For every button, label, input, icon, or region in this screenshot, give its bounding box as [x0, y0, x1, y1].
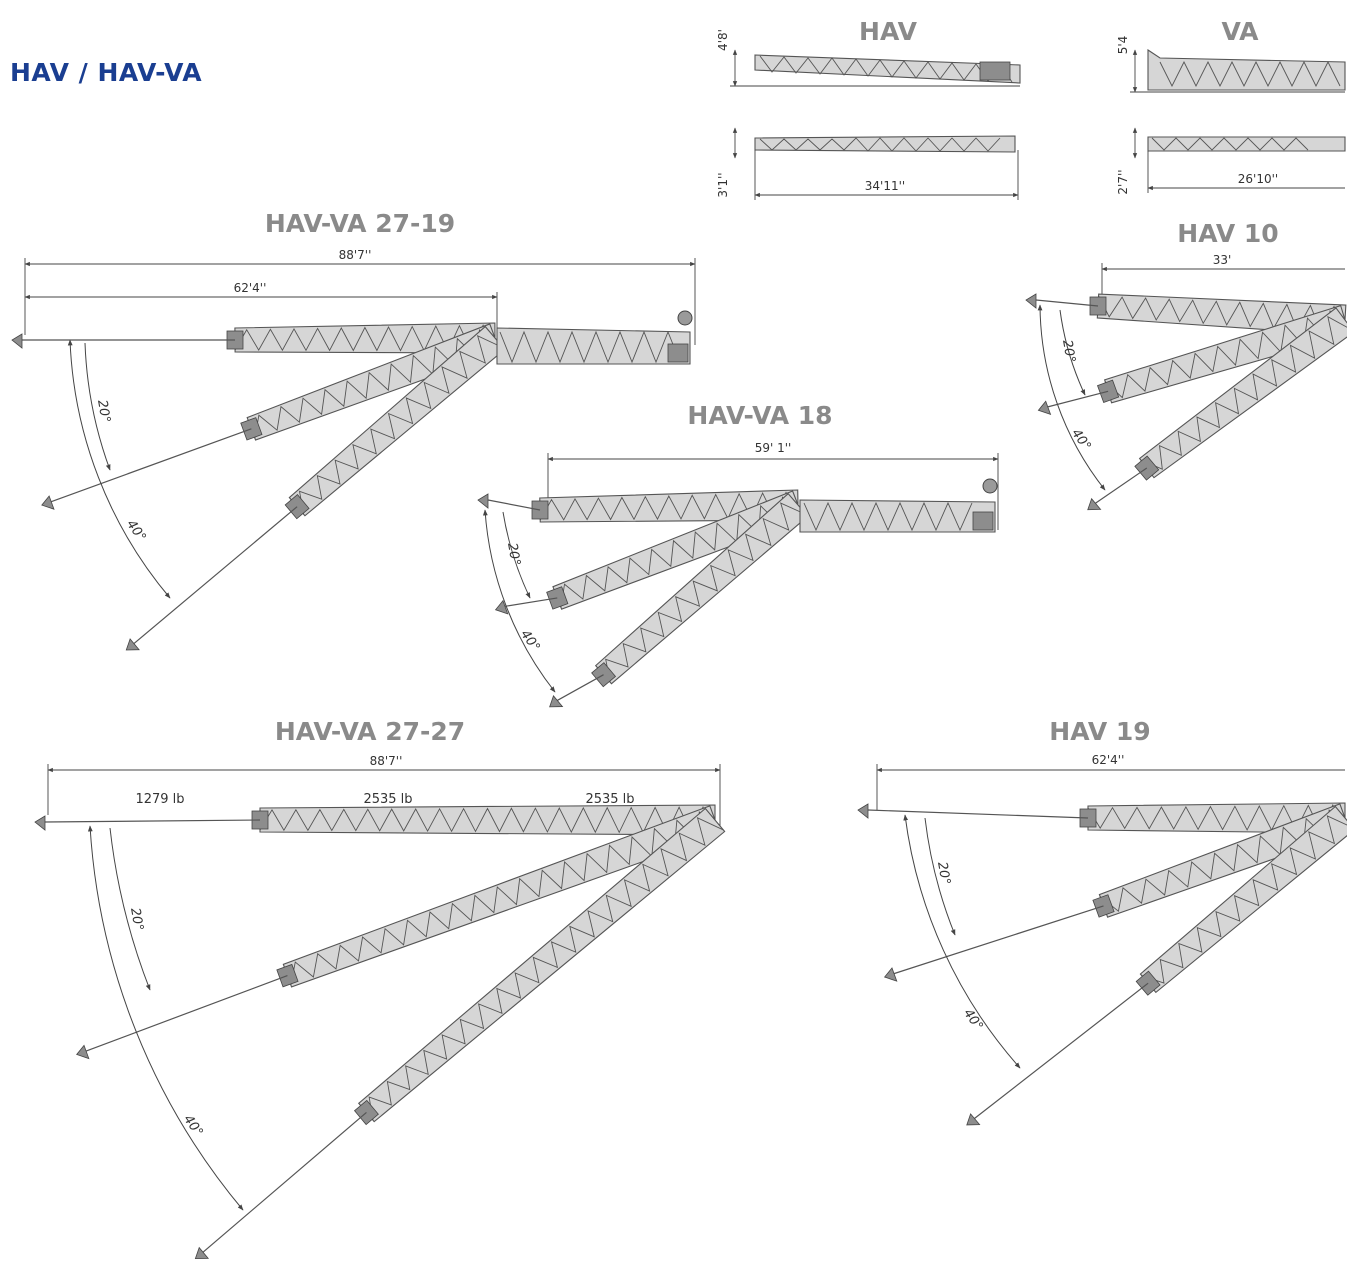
- hav-va-18-angle-40: 40°: [517, 627, 543, 654]
- hav-19-angle-40: 40°: [960, 1006, 986, 1033]
- hav-va-27-19-title: HAV-VA 27-19: [265, 209, 455, 238]
- hav-10-diagram: HAV 10 33' 20° 40°: [1025, 219, 1347, 511]
- hav-va-27-19-base-section: [496, 310, 693, 365]
- hav-length-label: 34'11'': [865, 179, 905, 193]
- va-width-label: 2'7'': [1116, 169, 1130, 194]
- hav-side-view: HAV 4'8' 3'1'' 34'11'': [716, 17, 1021, 200]
- hav-19-jib-40deg: [966, 805, 1347, 1126]
- hav-va-27-27-weight-base: 2535 lb: [585, 792, 634, 807]
- page-heading: HAV / HAV-VA: [10, 58, 203, 87]
- hav-plan-view: [732, 127, 1019, 200]
- hav-va-27-19-jib-40deg: [125, 325, 506, 651]
- va-length-label: 26'10'': [1238, 172, 1278, 186]
- hav-va-27-27-angle-40: 40°: [180, 1112, 206, 1139]
- va-side-view: VA 5'4 2'7'' 26'10'': [1116, 17, 1346, 195]
- va-side-elevation: [1130, 48, 1346, 93]
- va-side-view-title: VA: [1222, 17, 1260, 46]
- hav-va-27-19-inner-length: 62'4'': [234, 281, 267, 295]
- hav-19-title: HAV 19: [1049, 717, 1150, 746]
- hav-va-27-27-overall-length: 88'7'': [370, 754, 403, 768]
- hav-va-27-19-jib-horizontal: [11, 322, 496, 354]
- va-plan-view: [1132, 127, 1346, 193]
- hav-va-27-19-diagram: HAV-VA 27-19 88'7'' 62'4'' 20° 40°: [11, 209, 696, 651]
- hav-va-27-27-jib-20deg: [76, 805, 721, 1060]
- hav-va-18-angle-20: 20°: [504, 542, 523, 567]
- hav-va-27-27-diagram: HAV-VA 27-27 88'7'' 1279 lb 2535 lb 2535…: [34, 717, 726, 1260]
- hav-10-title: HAV 10: [1177, 219, 1278, 248]
- hav-19-angle-20: 20°: [934, 861, 953, 886]
- hav-side-elevation: [730, 49, 1021, 87]
- hav-width-label: 3'1'': [716, 172, 730, 197]
- hav-va-27-27-weight-middle: 2535 lb: [363, 792, 412, 807]
- hav-10-overall-length: 33': [1213, 253, 1232, 267]
- hav-va-18-title: HAV-VA 18: [687, 401, 832, 430]
- va-height-label: 5'4: [1116, 36, 1130, 55]
- hav-va-27-27-title: HAV-VA 27-27: [275, 717, 465, 746]
- hav-10-jib-40deg: [1087, 307, 1347, 511]
- hav-va-27-19-overall-length: 88'7'': [339, 248, 372, 262]
- hav-va-18-base-section: [799, 478, 998, 533]
- hav-va-18-overall-length: 59' 1'': [755, 441, 792, 455]
- hav-19-diagram: HAV 19 62'4'' 20° 40°: [857, 717, 1347, 1126]
- hav-va-27-19-angle-40: 40°: [123, 517, 149, 544]
- hav-va-27-19-angle-20: 20°: [94, 399, 113, 424]
- hav-va-18-diagram: HAV-VA 18 59' 1'' 20° 40°: [477, 401, 999, 708]
- hav-va-27-27-jib-horizontal: [34, 804, 716, 836]
- hav-va-27-27-angle-20: 20°: [127, 907, 146, 932]
- hav-side-view-title: HAV: [859, 17, 918, 46]
- hav-19-jib-20deg: [883, 803, 1347, 982]
- hav-height-label: 4'8': [716, 29, 730, 51]
- hav-va-18-jib-40deg: [549, 492, 809, 708]
- hav-19-jib-horizontal: [857, 802, 1346, 834]
- hav-19-overall-length: 62'4'': [1092, 753, 1125, 767]
- hav-va-27-27-jib-40deg: [194, 807, 726, 1260]
- hav-va-27-27-weight-tip: 1279 lb: [135, 792, 184, 807]
- hav-10-angle-20: 20°: [1059, 339, 1078, 364]
- hav-10-angle-40: 40°: [1068, 426, 1094, 453]
